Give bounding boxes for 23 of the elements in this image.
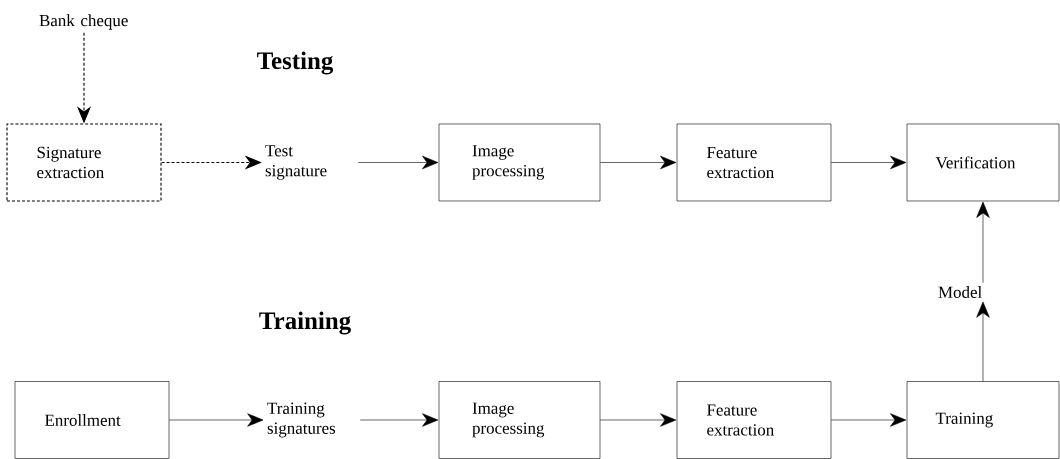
arrow	[976, 201, 990, 284]
arrow	[359, 413, 439, 427]
arrow	[600, 155, 677, 170]
arrow	[600, 413, 677, 427]
bare-text: Bank cheque	[39, 14, 128, 30]
section-heading: Testing	[257, 51, 334, 75]
process-box: Training	[906, 381, 1060, 459]
process-box: Feature extraction	[676, 381, 832, 459]
process-box: Image processing	[438, 381, 601, 459]
bare-text: Test signature	[265, 145, 327, 180]
bare-text: Training signatures	[267, 402, 336, 438]
section-heading: Training	[259, 311, 351, 335]
process-box: Signature extraction	[6, 123, 162, 202]
arrow	[976, 301, 990, 382]
arrow	[831, 413, 907, 427]
process-box: Feature extraction	[676, 123, 832, 202]
process-box: Enrollment	[14, 381, 170, 459]
process-box: Verification	[906, 123, 1060, 202]
arrow	[357, 155, 439, 170]
bare-text: Model	[938, 286, 982, 298]
arrow	[169, 413, 264, 427]
arrow	[831, 155, 907, 170]
process-box: Image processing	[438, 123, 601, 202]
